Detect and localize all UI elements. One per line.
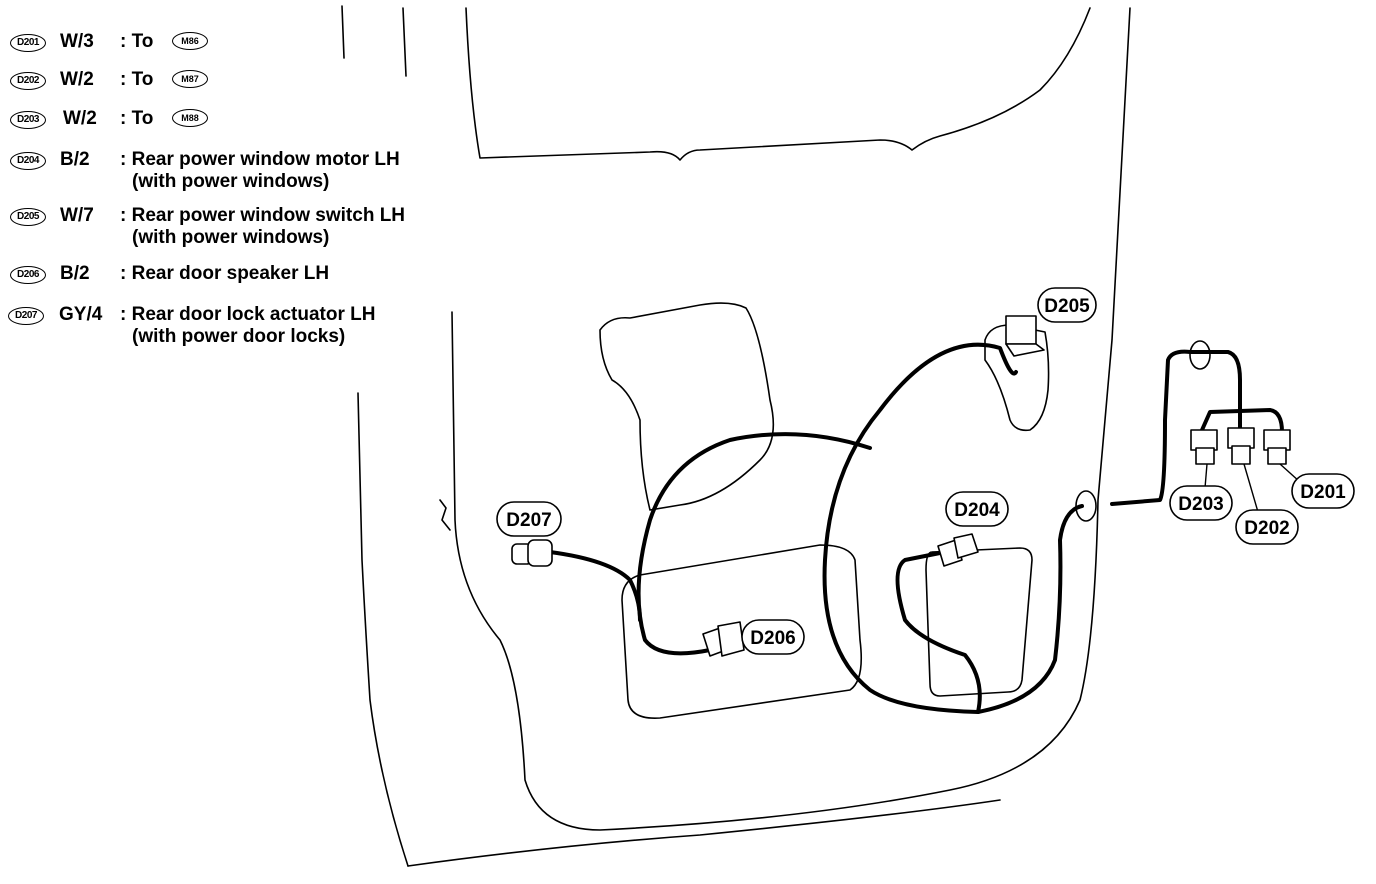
wire-harness-main bbox=[822, 342, 1018, 714]
d204-connector-icon bbox=[937, 533, 979, 567]
grommet-icon bbox=[1189, 340, 1211, 370]
wire-spec: W/7 bbox=[60, 205, 94, 226]
wire-harness-lock-branch bbox=[548, 550, 642, 622]
d205-connector-icon bbox=[1005, 315, 1045, 357]
wire-harness-speaker-branch bbox=[636, 432, 872, 656]
callout-d201: D201 bbox=[1291, 473, 1355, 509]
door-panel-outline bbox=[341, 5, 345, 59]
wire-spec: B/2 bbox=[60, 149, 90, 170]
door-panel-outline bbox=[357, 392, 409, 867]
callout-d201-text: D201 bbox=[1300, 482, 1346, 503]
inner-panel-cutout bbox=[599, 302, 775, 511]
connector-id-badge: D205 bbox=[10, 208, 46, 226]
callout-d202-text: D202 bbox=[1244, 518, 1289, 539]
callout-d204-text: D204 bbox=[954, 500, 1000, 521]
callout-d207-text: D207 bbox=[506, 510, 551, 531]
connector-description: : To bbox=[120, 31, 154, 52]
d203-connector-icon bbox=[1190, 429, 1218, 465]
wire-harness-body-run bbox=[1110, 349, 1242, 506]
callout-d204: D204 bbox=[945, 491, 1009, 527]
callout-d206-text: D206 bbox=[750, 628, 795, 649]
d201-connector-icon bbox=[1263, 429, 1291, 465]
connector-description: : Rear door speaker LH bbox=[120, 263, 330, 284]
callout-d207: D207 bbox=[496, 501, 562, 537]
callout-d206: D206 bbox=[741, 619, 805, 655]
wire-spec: GY/4 bbox=[59, 304, 103, 325]
d206-connector-icon bbox=[702, 621, 745, 657]
wire-harness-door-run bbox=[976, 504, 1084, 714]
window-motor-cutout bbox=[925, 547, 1033, 697]
door-panel-outline bbox=[407, 799, 1001, 867]
d202-connector-icon bbox=[1227, 427, 1255, 465]
target-connector-badge: M86 bbox=[172, 32, 208, 50]
connector-id-badge: D206 bbox=[10, 266, 46, 284]
wire-harness-motor-branch bbox=[895, 550, 982, 714]
connector-description: : Rear door lock actuator LH bbox=[120, 304, 376, 325]
callout-d205: D205 bbox=[1037, 287, 1097, 323]
connector-description-note: (with power door locks) bbox=[132, 326, 346, 347]
d207-connector-icon bbox=[511, 539, 553, 567]
door-panel-outline bbox=[402, 7, 407, 77]
wire-spec: W/2 bbox=[63, 108, 97, 129]
wire-harness-connector-fan bbox=[1200, 408, 1284, 434]
callout-d205-text: D205 bbox=[1044, 296, 1090, 317]
window-frame-outline bbox=[465, 7, 1091, 161]
connector-description: : Rear power window motor LH bbox=[120, 149, 400, 170]
target-connector-badge: M87 bbox=[172, 70, 208, 88]
leader-line bbox=[1243, 463, 1259, 513]
connector-id-badge: D203 bbox=[10, 111, 46, 129]
speaker-mount-outline bbox=[621, 544, 863, 719]
callout-d203: D203 bbox=[1169, 485, 1233, 521]
connector-id-badge: D207 bbox=[8, 307, 44, 325]
door-panel-outline bbox=[439, 499, 451, 531]
connector-description: : To bbox=[120, 69, 154, 90]
callout-d203-text: D203 bbox=[1178, 494, 1223, 515]
connector-id-badge: D202 bbox=[10, 72, 46, 90]
wire-spec: W/3 bbox=[60, 31, 94, 52]
connector-id-badge: D201 bbox=[10, 34, 46, 52]
connector-description-note: (with power windows) bbox=[132, 227, 330, 248]
leader-line bbox=[1204, 463, 1208, 489]
connector-legend: D201 W/3 : To M86 D202 W/2 : To M87 D203… bbox=[0, 0, 470, 360]
door-panel-outline bbox=[451, 7, 1131, 831]
wire-spec: B/2 bbox=[60, 263, 90, 284]
callout-d202: D202 bbox=[1235, 509, 1299, 545]
connector-description-note: (with power windows) bbox=[132, 171, 330, 192]
connector-id-badge: D204 bbox=[10, 152, 46, 170]
connector-description: : To bbox=[120, 108, 154, 129]
target-connector-badge: M88 bbox=[172, 109, 208, 127]
wire-spec: W/2 bbox=[60, 69, 94, 90]
connector-description: : Rear power window switch LH bbox=[120, 205, 406, 226]
